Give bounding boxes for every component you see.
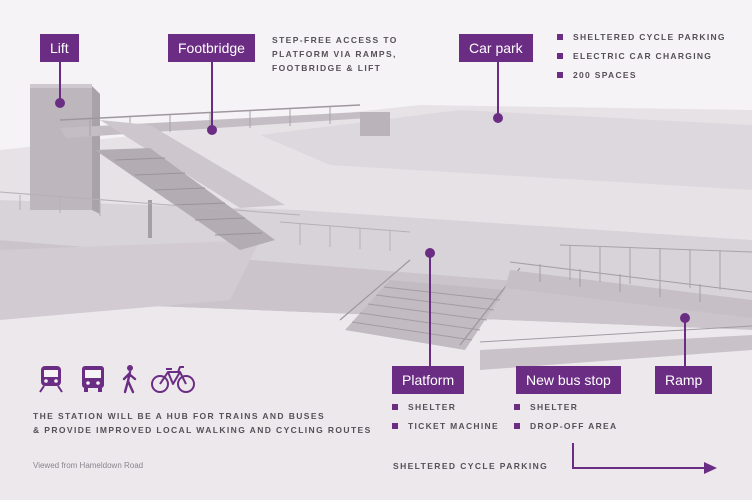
footbridge-label: Footbridge	[168, 34, 255, 62]
arrow-head	[704, 462, 717, 474]
bus-stop-features: SHELTER DROP-OFF AREA	[514, 398, 617, 436]
feature-item: SHELTERED CYCLE PARKING	[557, 28, 726, 47]
direction-arrow	[572, 443, 712, 469]
car-park-label: Car park	[459, 34, 533, 62]
ramp-upper	[505, 270, 752, 318]
footbridge-note-line: PLATFORM VIA RAMPS,	[272, 49, 397, 59]
hub-description: THE STATION WILL BE A HUB FOR TRAINS AND…	[33, 409, 372, 437]
footbridge-note-line: FOOTBRIDGE & LIFT	[272, 63, 382, 73]
train-icon	[39, 366, 63, 393]
callout-connectors	[55, 60, 690, 366]
footbridge-far-stair	[360, 112, 390, 136]
car-park-features: SHELTERED CYCLE PARKING ELECTRIC CAR CHA…	[557, 28, 726, 85]
staircase	[95, 148, 275, 250]
hub-description-line: & PROVIDE IMPROVED LOCAL WALKING AND CYC…	[33, 425, 372, 435]
platform-step-lines	[351, 286, 501, 341]
feature-item: ELECTRIC CAR CHARGING	[557, 47, 726, 66]
bus-stop-label: New bus stop	[516, 366, 621, 394]
bicycle-icon	[151, 366, 195, 393]
view-caption: Viewed from Hameldown Road	[33, 461, 144, 470]
footbridge-note: STEP-FREE ACCESS TO PLATFORM VIA RAMPS, …	[272, 33, 398, 75]
feature-item: SHELTER	[392, 398, 499, 417]
stair-treads	[114, 157, 263, 236]
bus-icon	[82, 366, 104, 392]
boundary-fence	[0, 191, 411, 251]
footbridge-railing	[59, 104, 361, 121]
ramp-label: Ramp	[655, 366, 713, 394]
cycle-parking-note: SHELTERED CYCLE PARKING	[393, 461, 549, 471]
footbridge-note-line: STEP-FREE ACCESS TO	[272, 35, 398, 45]
walking-icon	[122, 365, 137, 394]
ramp-railings	[479, 261, 752, 343]
feature-item: 200 SPACES	[557, 66, 726, 85]
hub-description-line: THE STATION WILL BE A HUB FOR TRAINS AND…	[33, 411, 326, 421]
feature-item: TICKET MACHINE	[392, 417, 499, 436]
stair-canopy	[100, 120, 285, 208]
lift-label: Lift	[40, 34, 79, 62]
road-surface	[0, 240, 260, 320]
feature-item: SHELTER	[514, 398, 617, 417]
platform-label: Platform	[392, 366, 465, 394]
platform-handrail-left	[339, 259, 411, 321]
feature-item: DROP-OFF AREA	[514, 417, 617, 436]
embankment	[0, 200, 752, 300]
platform-steps	[345, 280, 505, 350]
cycle-shelter-fence	[559, 244, 752, 290]
lift-tower-front	[30, 86, 92, 210]
platform-features: SHELTER TICKET MACHINE	[392, 398, 499, 436]
